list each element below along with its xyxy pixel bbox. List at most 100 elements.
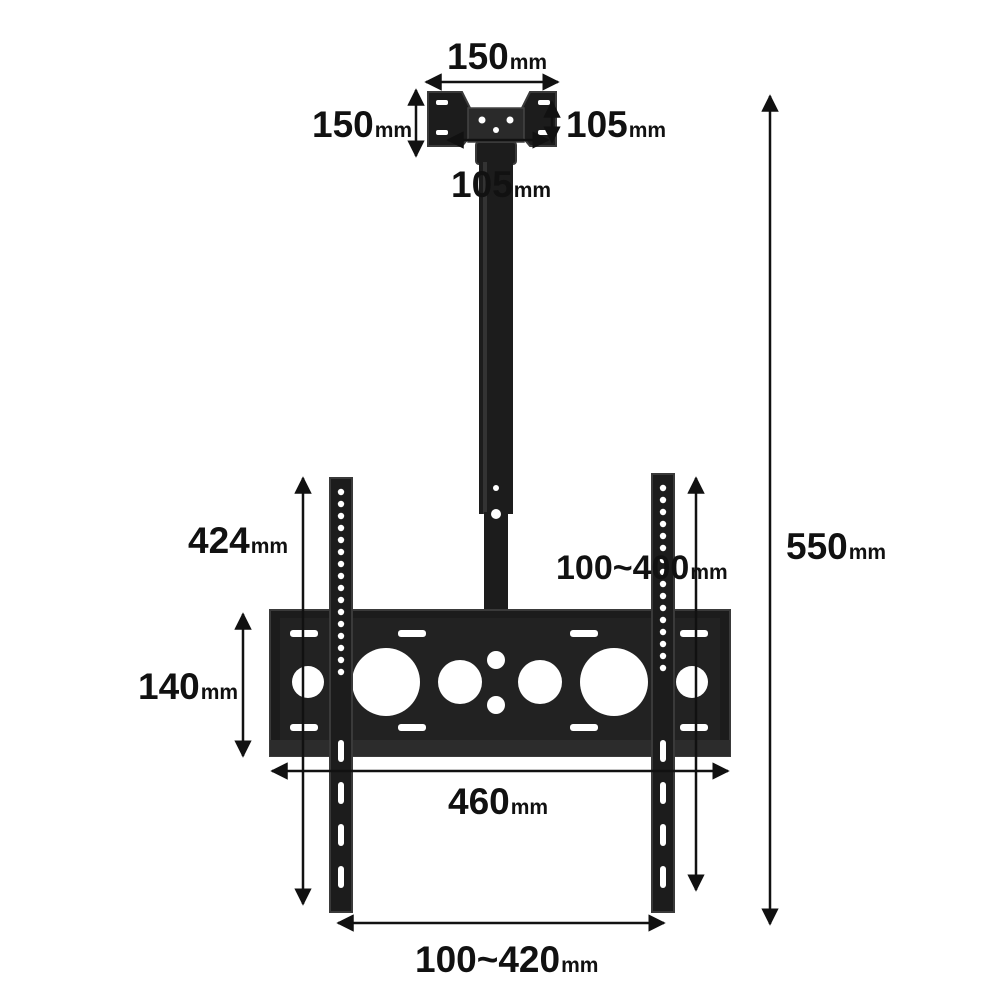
plate-hole <box>506 116 514 124</box>
bracket-slot <box>570 724 598 731</box>
top-hole-horizontal-unit: mm <box>513 179 552 202</box>
arm-hole <box>337 500 345 508</box>
bracket-width-unit: mm <box>510 796 549 819</box>
arm-hole <box>659 520 667 528</box>
label-vesa-horizontal: 100~420mm <box>415 941 598 978</box>
plate-slot <box>436 130 448 135</box>
vesa-vertical-unit: mm <box>690 561 728 584</box>
arm-hole <box>659 544 667 552</box>
arm-hole <box>337 644 345 652</box>
top-hole-vertical-unit: mm <box>628 119 667 142</box>
label-total-height: 550mm <box>786 528 886 565</box>
arm-hole <box>337 536 345 544</box>
bracket-width-value: 460 <box>448 781 510 822</box>
bracket-slot <box>398 630 426 637</box>
arm-hole <box>659 592 667 600</box>
arm-hole <box>659 556 667 564</box>
vesa-vertical-value: 100~400 <box>556 549 690 587</box>
top-hole-horizontal-value: 105 <box>451 164 513 205</box>
arm-hole <box>659 484 667 492</box>
arm-hole <box>337 608 345 616</box>
top-plate-height-value: 150 <box>312 104 374 145</box>
top-plate-width-value: 150 <box>447 36 509 77</box>
vertical-arm-left <box>329 477 353 913</box>
arm-hole <box>337 512 345 520</box>
pole-pin-hole <box>491 509 501 519</box>
bracket-hole-medium <box>518 660 562 704</box>
arm-hole <box>337 560 345 568</box>
bracket-hole-small <box>676 666 708 698</box>
top-hole-vertical-value: 105 <box>566 104 628 145</box>
total-height-unit: mm <box>848 541 887 564</box>
bracket-hole-large <box>580 648 648 716</box>
arm-slot <box>338 740 344 762</box>
bracket-slot <box>398 724 426 731</box>
arm-hole <box>337 620 345 628</box>
arm-slot <box>338 824 344 846</box>
vertical-arm-right <box>651 473 675 913</box>
arm-hole <box>337 656 345 664</box>
arm-hole <box>337 572 345 580</box>
label-bracket-height: 140mm <box>138 668 238 705</box>
arm-slot <box>660 740 666 762</box>
pole-hole <box>493 485 499 491</box>
plate-hole <box>493 127 499 133</box>
arm-hole <box>659 640 667 648</box>
arm-hole <box>659 652 667 660</box>
extension-pole <box>479 162 513 612</box>
bracket-slot <box>680 724 708 731</box>
arm-hole <box>659 664 667 672</box>
arm-length-unit: mm <box>250 535 289 558</box>
bracket-slot <box>680 630 708 637</box>
arm-slot <box>660 782 666 804</box>
arm-hole <box>659 568 667 576</box>
arm-slot <box>660 866 666 888</box>
arm-slot <box>660 824 666 846</box>
vesa-horizontal-value: 100~420 <box>415 939 561 980</box>
label-top-hole-vertical: 105mm <box>566 106 666 143</box>
bracket-hole-medium <box>438 660 482 704</box>
arm-hole <box>659 604 667 612</box>
arm-hole <box>337 632 345 640</box>
bracket-hole-large <box>352 648 420 716</box>
arm-hole <box>337 668 345 676</box>
arm-hole <box>337 548 345 556</box>
bracket-height-unit: mm <box>200 681 239 704</box>
dimension-arrows <box>234 73 779 932</box>
label-top-hole-horizontal: 105mm <box>451 166 551 203</box>
arm-hole <box>659 628 667 636</box>
label-vesa-vertical: 100~400mm <box>556 551 728 585</box>
plate-hole <box>478 116 486 124</box>
arm-hole <box>337 524 345 532</box>
label-bracket-width: 460mm <box>448 783 548 820</box>
ceiling-plate <box>427 91 557 165</box>
arm-length-value: 424 <box>188 520 250 561</box>
arm-slot <box>338 782 344 804</box>
bracket-hole-center <box>487 651 505 669</box>
plate-slot <box>436 100 448 105</box>
top-plate-height-unit: mm <box>374 119 413 142</box>
vesa-horizontal-unit: mm <box>561 954 599 977</box>
label-top-plate-width: 150mm <box>447 38 547 75</box>
arm-hole <box>659 508 667 516</box>
arm-hole <box>659 532 667 540</box>
arm-hole <box>337 596 345 604</box>
bracket-hole-small <box>292 666 324 698</box>
plate-slot <box>538 100 550 105</box>
label-top-plate-height: 150mm <box>312 106 412 143</box>
arm-slot <box>338 866 344 888</box>
top-plate-width-unit: mm <box>509 51 548 74</box>
bracket-height-value: 140 <box>138 666 200 707</box>
bracket-slot <box>570 630 598 637</box>
bracket-hole-center <box>487 696 505 714</box>
arm-hole <box>659 496 667 504</box>
arm-hole <box>659 580 667 588</box>
total-height-value: 550 <box>786 526 848 567</box>
arm-hole <box>337 488 345 496</box>
label-arm-length: 424mm <box>188 522 288 559</box>
arm-hole <box>659 616 667 624</box>
arm-hole <box>337 584 345 592</box>
plate-slot <box>538 130 550 135</box>
